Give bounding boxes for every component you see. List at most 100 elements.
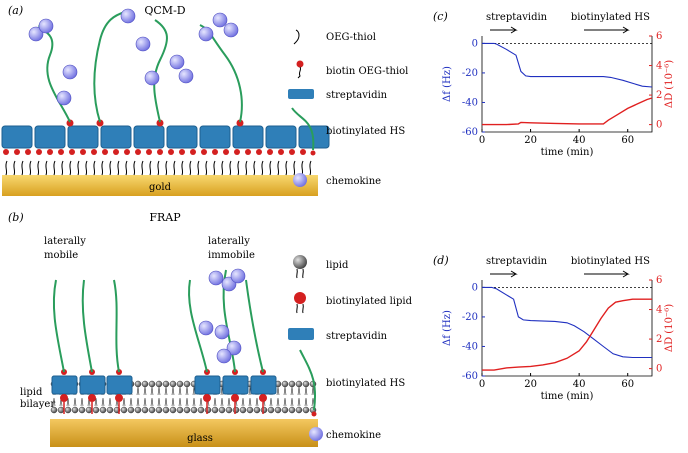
lipid-head-lower xyxy=(211,406,219,414)
lipid-tail-lower xyxy=(94,397,98,407)
oeg-thiol xyxy=(149,160,152,176)
lipid-head-lower xyxy=(218,406,226,414)
chemokine xyxy=(62,64,78,80)
hs-biotin xyxy=(236,119,244,127)
lipid-tail-lower xyxy=(143,397,147,407)
arrow-streptavidin xyxy=(490,270,518,278)
axis-frame xyxy=(481,280,653,377)
x-tick-label: 40 xyxy=(573,135,586,146)
biotin xyxy=(124,149,130,155)
frequency-trace xyxy=(482,286,652,359)
oeg-thiol xyxy=(253,160,256,176)
lipid-tail-lower xyxy=(248,397,252,407)
lipid-head-upper xyxy=(134,380,142,388)
chemokine xyxy=(212,12,228,28)
lipid-tail-upper xyxy=(150,386,154,396)
oeg-thiol xyxy=(213,160,216,176)
annotation-streptavidin: streptavidin xyxy=(486,256,548,267)
oeg-thiol xyxy=(197,160,200,176)
lipid-head-lower xyxy=(260,406,268,414)
annotation-hs: biotinylated HS xyxy=(571,12,650,23)
lipid-tail-lower xyxy=(227,397,231,407)
lipid-tail-lower xyxy=(192,397,196,407)
oeg-thiol xyxy=(69,160,72,176)
lipid-head-lower xyxy=(204,406,212,414)
oeg-thiol xyxy=(37,160,40,176)
legend-biotinylated-lipid: biotinylated lipid xyxy=(326,296,413,307)
lipid-head-lower xyxy=(288,406,296,414)
lipid-tail-upper xyxy=(276,386,280,396)
lipid-tail-lower xyxy=(52,397,56,407)
biotin xyxy=(190,149,196,155)
oeg-thiol xyxy=(237,160,240,176)
biotin xyxy=(223,149,229,155)
biotinylated-lipid xyxy=(60,394,68,402)
biotin xyxy=(179,149,185,155)
oeg-thiol xyxy=(13,160,16,176)
oeg-thiol xyxy=(277,160,280,176)
oeg-thiol xyxy=(165,160,168,176)
lipid-tail-lower xyxy=(136,397,140,407)
lipid-head-upper xyxy=(295,380,303,388)
lipid-head-lower xyxy=(64,406,72,414)
streptavidin xyxy=(67,125,99,149)
lipid-tail-lower xyxy=(276,397,280,407)
oeg-thiol xyxy=(21,160,24,176)
x-axis-label: time (min) xyxy=(541,147,594,158)
chemokine xyxy=(208,270,224,286)
streptavidin xyxy=(166,125,198,149)
lipid-tail-upper xyxy=(157,386,161,396)
streptavidin-layer-b xyxy=(51,369,277,414)
lipid-tail-lower xyxy=(297,397,301,407)
biotin xyxy=(47,149,53,155)
lipid-tail-upper xyxy=(185,386,189,396)
oeg-thiol-layer xyxy=(5,160,312,176)
oeg-thiol xyxy=(293,160,296,176)
biotin xyxy=(14,149,20,155)
y-left-tick-label: -20 xyxy=(462,68,478,79)
chemokine xyxy=(230,268,246,284)
arrow-hs xyxy=(584,26,630,34)
y-left-tick-label: 0 xyxy=(472,38,478,49)
oeg-thiol xyxy=(205,160,208,176)
chemokine xyxy=(226,340,242,356)
lipid-tail-lower xyxy=(101,397,105,407)
oeg-thiol xyxy=(269,160,272,176)
lipid-tail-lower xyxy=(241,397,245,407)
lipid-head-lower xyxy=(99,406,107,414)
lipid-tail-lower xyxy=(213,397,217,407)
hs-chain-icon-b xyxy=(299,349,316,411)
lipid-head-lower xyxy=(141,406,149,414)
oeg-thiol-icon xyxy=(293,29,300,45)
x-tick-label: 0 xyxy=(479,379,485,390)
oeg-thiol xyxy=(61,160,64,176)
biotin xyxy=(135,149,141,155)
streptavidin xyxy=(250,375,277,395)
biotin xyxy=(212,149,218,155)
chemokines-b xyxy=(198,268,246,364)
lipid-tail-lower xyxy=(66,397,70,407)
oeg-thiol xyxy=(157,160,160,176)
oeg-thiol xyxy=(109,160,112,176)
biotin xyxy=(278,149,284,155)
lipid-tail-lower xyxy=(178,397,182,407)
y-right-tick-label: 6 xyxy=(656,31,662,42)
lipid-head-lower xyxy=(281,406,289,414)
oeg-thiol xyxy=(141,160,144,176)
biotin xyxy=(168,149,174,155)
lipid-tail-upper xyxy=(164,386,168,396)
biotin xyxy=(289,149,295,155)
lipid-icon xyxy=(293,255,307,269)
oeg-thiol xyxy=(29,160,32,176)
lipid-tail-lower xyxy=(199,397,203,407)
lipid-head-lower xyxy=(127,406,135,414)
legend-hs-a: biotinylated HS xyxy=(326,126,405,137)
oeg-thiol xyxy=(45,160,48,176)
legend-streptavidin-b: streptavidin xyxy=(326,331,388,342)
chemokine-icon-b xyxy=(309,427,323,441)
biotinylated-lipid-tails xyxy=(296,303,304,314)
lipid-head-lower xyxy=(302,406,310,414)
biotin-oeg-thiol-icon xyxy=(296,60,304,68)
lipid-head-lower xyxy=(50,406,58,414)
